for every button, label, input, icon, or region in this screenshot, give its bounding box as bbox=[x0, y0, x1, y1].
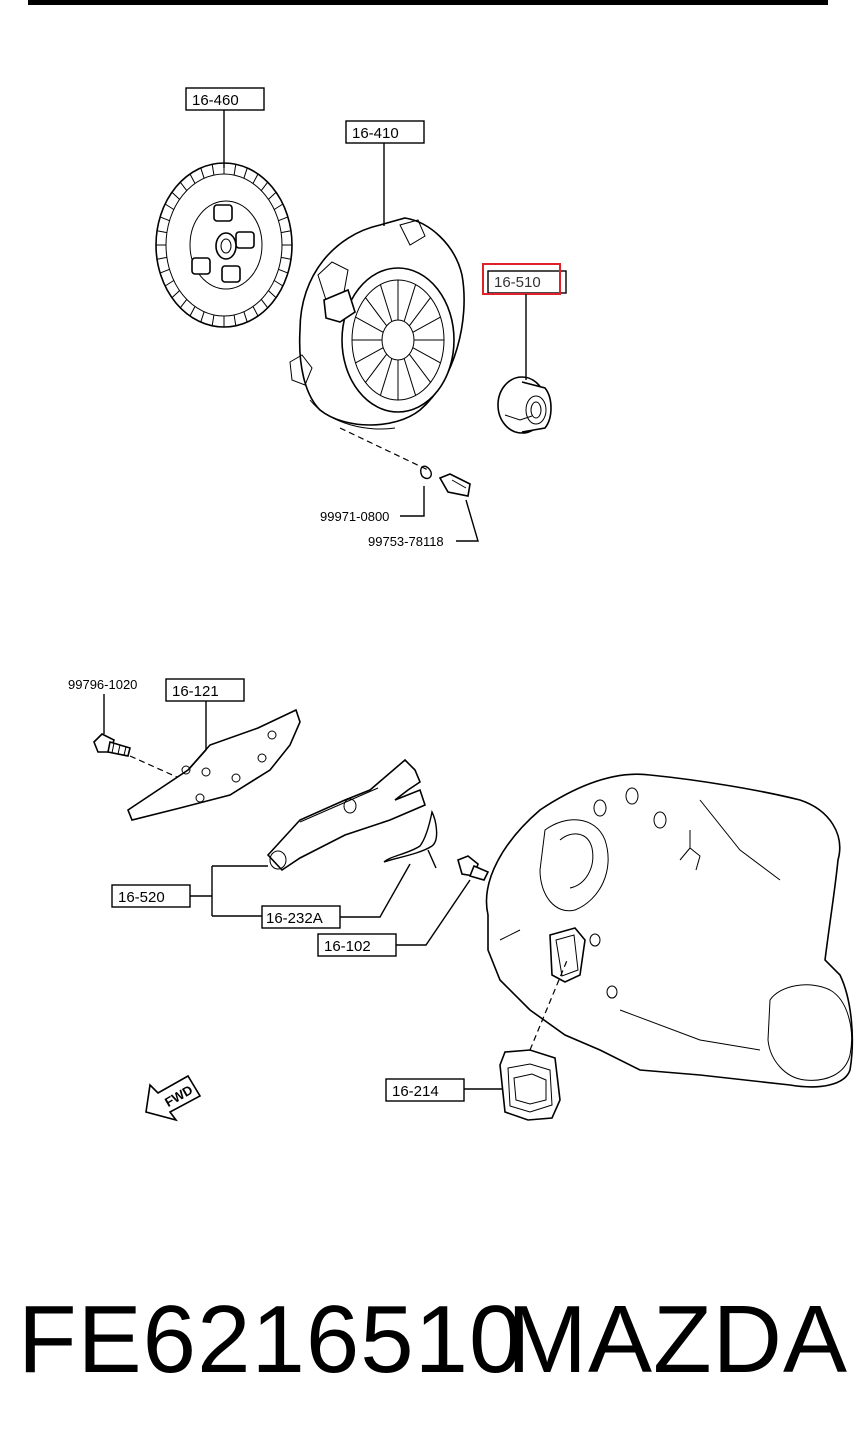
pivot-bolt-drawing bbox=[457, 855, 490, 881]
label-16-460: 16-460 bbox=[185, 87, 265, 168]
label-99971-0800: 99971-0800 bbox=[320, 486, 425, 524]
label-16-102: 16-102 bbox=[317, 879, 471, 957]
svg-text:99796-1020: 99796-1020 bbox=[68, 677, 137, 692]
fwd-arrow-icon: FWD bbox=[145, 1074, 202, 1122]
svg-text:16-510: 16-510 bbox=[494, 274, 541, 291]
boot-drawing bbox=[499, 957, 569, 1121]
clutch-cover-drawing bbox=[289, 217, 465, 430]
svg-text:16-520: 16-520 bbox=[118, 889, 165, 906]
label-16-214: 16-214 bbox=[385, 1078, 502, 1102]
label-99753-78118: 99753-78118 bbox=[368, 499, 479, 549]
brand-name: MAZDA bbox=[507, 1286, 848, 1393]
svg-text:99753-78118: 99753-78118 bbox=[368, 534, 444, 549]
label-16-121: 16-121 bbox=[165, 678, 245, 769]
top-rule bbox=[28, 0, 828, 5]
label-16-520: 16-520 bbox=[111, 865, 268, 917]
footer: FE6216510 MAZDA bbox=[0, 1285, 864, 1395]
exploded-view-drawing: 16-460 16-410 16-510 99971-0800 99753-78… bbox=[68, 87, 854, 1122]
svg-text:16-102: 16-102 bbox=[324, 938, 371, 955]
svg-text:16-460: 16-460 bbox=[192, 92, 239, 109]
svg-text:99971-0800: 99971-0800 bbox=[320, 509, 389, 524]
release-bearing-drawing bbox=[497, 376, 552, 434]
svg-text:16-232A: 16-232A bbox=[266, 910, 323, 927]
part-number: FE6216510 bbox=[18, 1286, 524, 1393]
fork-spring-drawing bbox=[383, 809, 438, 869]
transmission-housing-drawing bbox=[485, 773, 854, 1088]
label-16-232A: 16-232A bbox=[261, 863, 411, 929]
plate-drawing bbox=[127, 708, 301, 821]
plate-bolt-drawing bbox=[93, 694, 189, 783]
label-16-410: 16-410 bbox=[345, 120, 425, 226]
label-99796-1020: 99796-1020 bbox=[68, 677, 137, 692]
svg-text:16-121: 16-121 bbox=[172, 683, 219, 700]
svg-text:16-410: 16-410 bbox=[352, 125, 399, 142]
clutch-disc-drawing bbox=[155, 162, 293, 328]
svg-text:16-214: 16-214 bbox=[392, 1083, 439, 1100]
label-16-510: 16-510 bbox=[482, 263, 567, 380]
release-fork-drawing bbox=[266, 758, 426, 872]
cover-bolt-washer-drawing bbox=[339, 427, 471, 497]
